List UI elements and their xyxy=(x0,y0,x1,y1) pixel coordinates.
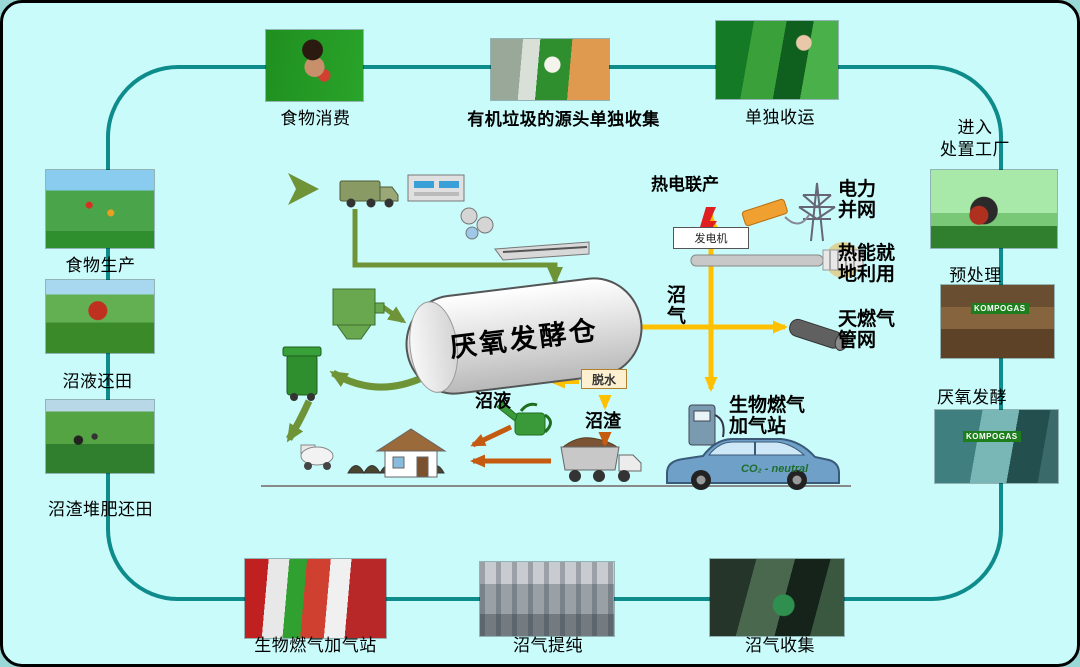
label-chp: 热电联产 xyxy=(651,175,719,194)
caption-residue-compost: 沼渣堆肥还田 xyxy=(48,500,153,519)
photo-source-separation xyxy=(491,39,609,100)
label-slurry: 沼液 xyxy=(475,391,511,411)
photo-pretreatment xyxy=(941,285,1054,358)
photo-field-application xyxy=(46,400,154,473)
car-co2-text: CO₂ - neutral xyxy=(741,463,809,475)
photo-food-consumption xyxy=(266,30,363,101)
caption-anaerobic-digestion: 厌氧发酵 xyxy=(937,388,1007,407)
digester-label: 厌氧发酵仓 xyxy=(448,314,601,363)
caption-biogas-purification: 沼气提纯 xyxy=(513,636,583,655)
photo-disposal-plant xyxy=(931,170,1057,248)
label-biogas: 沼气 xyxy=(667,285,687,328)
photo-biogas-purification xyxy=(480,562,614,636)
photo-food-production xyxy=(46,170,154,248)
caption-biogas-collection: 沼气收集 xyxy=(745,636,815,655)
photo-separate-collection xyxy=(716,21,838,99)
label-gas-network: 天燃气管网 xyxy=(838,309,896,352)
photo-biogas-collection xyxy=(710,559,844,636)
caption-source-separation: 有机垃圾的源头单独收集 xyxy=(467,110,660,129)
label-power-grid: 电力并网 xyxy=(838,179,877,222)
label-heat-use: 热能就地利用 xyxy=(838,243,896,286)
label-residue: 沼渣 xyxy=(585,411,621,431)
kompogas-sign-2: KOMPOGAS xyxy=(963,431,1021,442)
caption-biogas-station: 生物燃气加气站 xyxy=(254,636,377,655)
generator-box: 发电机 xyxy=(673,227,749,249)
kompogas-sign: KOMPOGAS xyxy=(971,303,1029,314)
photo-biogas-filling-station xyxy=(245,559,386,638)
dewatering-box: 脱水 xyxy=(581,369,627,389)
caption-pretreatment: 预处理 xyxy=(949,266,1002,285)
caption-slurry-to-field: 沼液还田 xyxy=(62,372,133,391)
caption-food-production: 食物生产 xyxy=(65,256,136,275)
caption-food-consumption: 食物消费 xyxy=(280,109,351,128)
photo-anaerobic-digestion-plant xyxy=(935,410,1058,483)
caption-separate-collection: 单独收运 xyxy=(745,108,815,127)
caption-plant-entry: 进入 处置工厂 xyxy=(940,118,1010,160)
photo-harvester xyxy=(46,280,154,353)
label-filling-station: 生物燃气加气站 xyxy=(729,395,806,438)
